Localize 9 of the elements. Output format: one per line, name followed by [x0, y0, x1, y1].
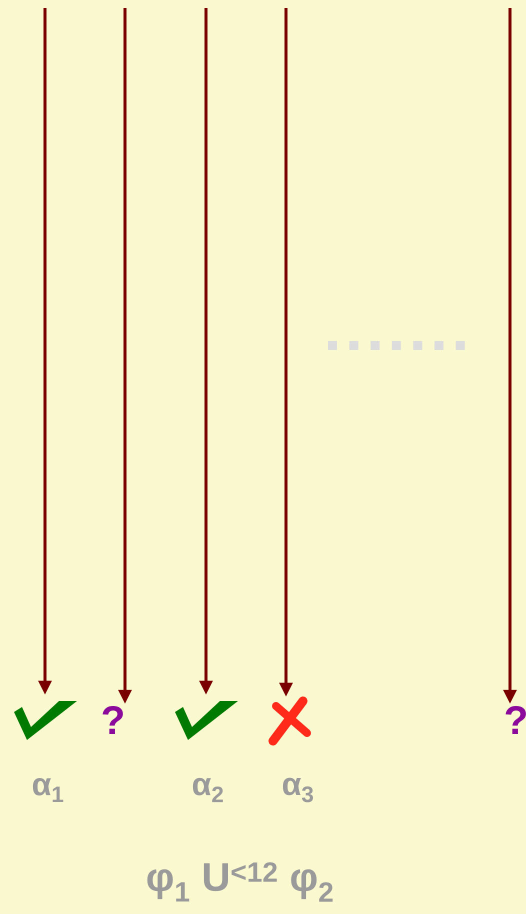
- cross-mark: [268, 696, 311, 746]
- subscript-label: α$_{2}$: [192, 778, 223, 802]
- subscript-label: α$_{1}$: [32, 778, 64, 802]
- formula-label: φ$_{1}$ U$^{<12}$ φ$_{2}$: [147, 862, 333, 902]
- question-mark: ?: [102, 706, 123, 734]
- check-mark: [175, 701, 238, 740]
- question-mark: ?: [506, 706, 526, 734]
- check-mark: [14, 701, 77, 740]
- subscript-label: α$_{3}$: [282, 778, 313, 802]
